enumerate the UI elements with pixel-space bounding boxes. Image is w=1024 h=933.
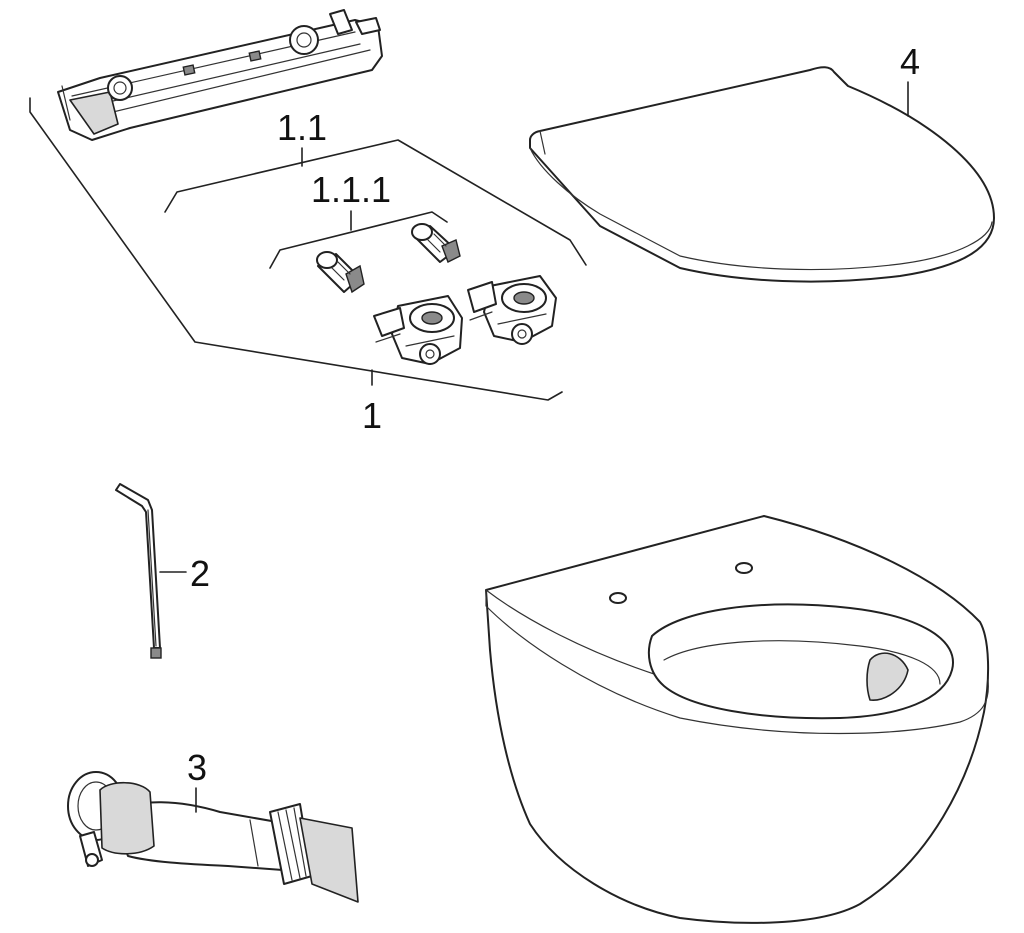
label-3: 3: [187, 747, 207, 788]
label-1: 1: [362, 395, 382, 436]
wall-hung-toilet-bowl: [485, 515, 990, 924]
label-1-1: 1.1: [277, 107, 327, 148]
mounting-rail: [57, 9, 383, 141]
label-4: 4: [900, 41, 920, 82]
fixing-clamp-right: [467, 275, 557, 345]
flush-connector: 3: [67, 747, 359, 903]
group-1-bracket: [29, 97, 563, 401]
allen-key: 2: [115, 483, 210, 659]
label-2: 2: [190, 553, 210, 594]
group-1-1-1-bracket: [269, 211, 448, 269]
threaded-stud-left: [316, 251, 365, 294]
mounting-kit-group: 1 1.1 1.1.1: [29, 9, 587, 436]
threaded-stud-right: [411, 223, 461, 263]
label-1-1-1: 1.1.1: [311, 169, 391, 210]
group-1-1-bracket: [164, 139, 587, 266]
toilet-seat: 4: [529, 41, 995, 283]
fixing-clamp-left: [373, 295, 463, 365]
